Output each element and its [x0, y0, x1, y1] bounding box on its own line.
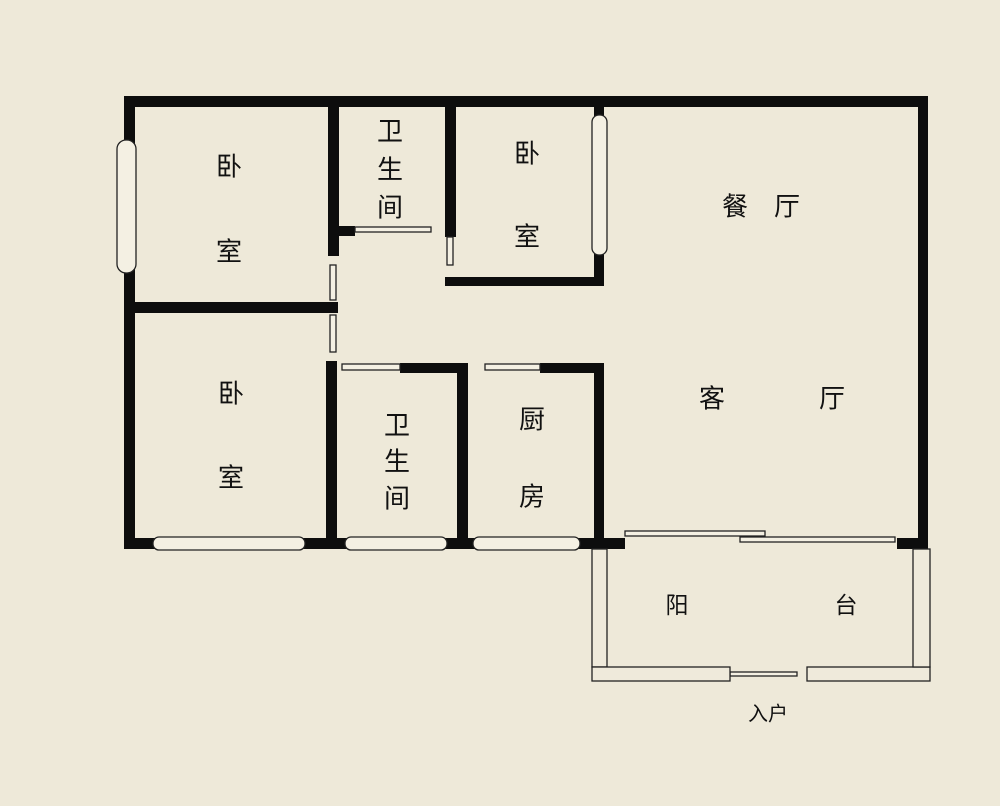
wall-stub	[339, 226, 355, 236]
wall-left	[124, 96, 135, 549]
room-label: 室	[217, 463, 245, 494]
wall-bath2-right	[457, 363, 468, 549]
room-label: 阳	[665, 593, 689, 619]
window-bottom-1	[152, 536, 306, 551]
wall-bottom-right	[897, 538, 928, 549]
room-label: 生	[376, 155, 404, 186]
room-label: 卫	[376, 117, 404, 148]
window-bed3	[591, 114, 608, 256]
room-label: 卧	[217, 379, 245, 410]
room-label: 卧	[513, 139, 541, 170]
wall-right	[918, 96, 928, 549]
room-label: 间	[383, 484, 411, 515]
wall-bath1-left	[328, 107, 339, 256]
balcony-walls	[591, 548, 931, 682]
wall-bed3-bottom	[445, 277, 604, 286]
room-label: 生	[383, 447, 411, 478]
wall-bath2-top	[400, 363, 468, 373]
window-left	[116, 139, 137, 274]
door-balcony-1	[624, 530, 766, 537]
room-label: 卫	[383, 411, 411, 442]
door-bed3	[446, 236, 454, 266]
door-entrance	[729, 671, 798, 677]
room-label: 客	[698, 384, 726, 415]
door-balcony-2	[739, 536, 896, 543]
wall-bath2-left	[326, 361, 337, 549]
room-label: 厅	[818, 384, 846, 415]
wall-top	[124, 96, 928, 107]
entrance-label: 入户	[748, 701, 788, 726]
window-bottom-2	[344, 536, 448, 551]
room-label: 卧	[215, 152, 243, 183]
room-label: 厨	[518, 405, 546, 436]
wall-kitchen-top	[540, 363, 604, 373]
door-kitchen	[484, 363, 541, 371]
room-label: 厅	[773, 192, 801, 223]
wall-kitchen-right	[594, 363, 604, 549]
window-bottom-3	[472, 536, 581, 551]
room-label: 室	[215, 237, 243, 268]
room-label: 室	[513, 222, 541, 253]
doors	[329, 226, 896, 677]
room-label: 房	[518, 482, 546, 513]
door-bath1	[354, 226, 432, 233]
room-label: 餐	[721, 192, 749, 223]
wall-bath1-right	[445, 107, 456, 237]
room-label: 间	[376, 193, 404, 224]
door-bed2	[329, 314, 337, 353]
room-label: 台	[834, 593, 858, 619]
door-bath2	[341, 363, 401, 371]
wall-bed-divider	[135, 302, 338, 313]
windows	[116, 114, 608, 551]
door-bed1	[329, 264, 337, 301]
